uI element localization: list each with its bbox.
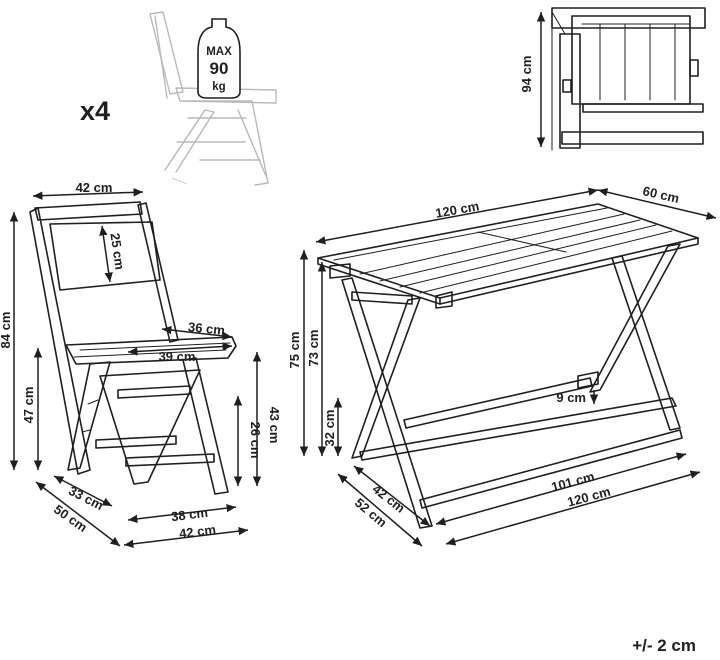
dim-table-folded-height: 94 cm	[519, 56, 534, 93]
dim-chair-depth-total: 50 cm	[51, 502, 90, 535]
dim-table-stretcher-gap: 9 cm	[556, 390, 586, 405]
folded-table-illustration	[551, 7, 706, 151]
dim-chair-base-width: 42 cm	[178, 522, 216, 541]
dim-chair-seat-height: 47 cm	[21, 387, 36, 424]
dim-chair-back-width: 42 cm	[76, 180, 113, 195]
dim-chair-seat-depth: 36 cm	[187, 319, 225, 338]
dim-chair-folded-43: 43 cm	[267, 407, 282, 444]
table-illustration	[317, 203, 699, 529]
dim-chair-front-width: 38 cm	[170, 505, 208, 524]
dim-chair-leg-depth: 33 cm	[66, 483, 106, 513]
max-weight-badge: MAX 90 kg	[197, 18, 241, 99]
dim-table-width-top: 60 cm	[641, 183, 680, 206]
dim-table-under-height: 73 cm	[306, 330, 321, 367]
dim-chair-seat-width: 39 cm	[159, 349, 196, 364]
folded-chair-illustration	[149, 11, 277, 186]
dim-chair-folded-26: 26 cm	[248, 422, 263, 459]
weight-badge-line1: MAX	[206, 46, 232, 58]
dim-table-length-top: 120 cm	[434, 198, 480, 220]
dim-table-stretcher-height: 32 cm	[322, 410, 337, 447]
dim-chair-total-height: 84 cm	[0, 312, 13, 349]
weight-badge-line3: kg	[212, 81, 225, 93]
quantity-label: x4	[80, 96, 110, 126]
dim-table-height: 75 cm	[287, 332, 302, 369]
dim-chair-backrest-height: 25 cm	[107, 232, 127, 271]
tolerance-note: +/- 2 cm	[632, 636, 696, 655]
weight-badge-line2: 90	[210, 59, 229, 78]
